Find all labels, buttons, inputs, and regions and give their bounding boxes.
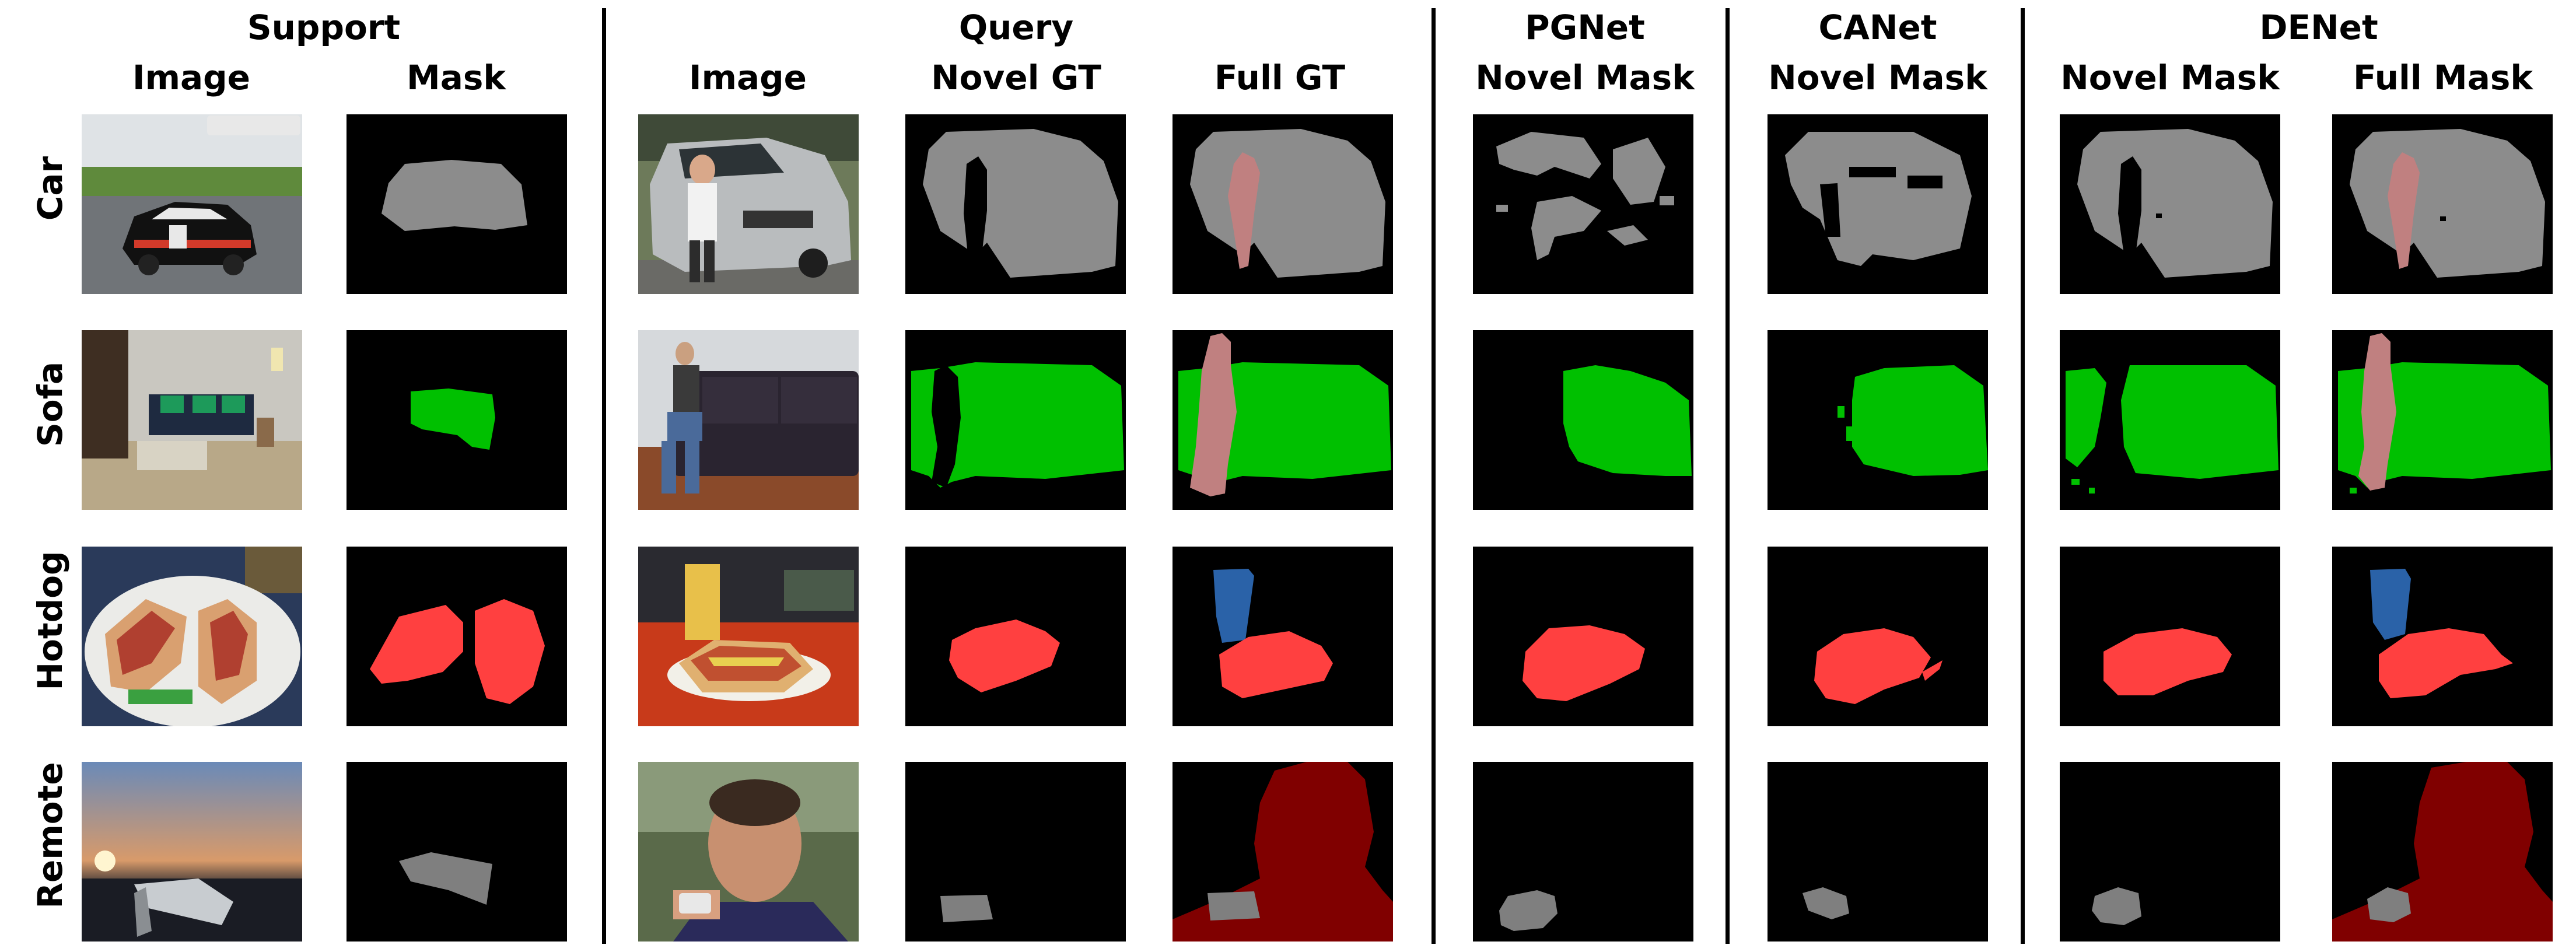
query-novel-gt-hotdog xyxy=(905,547,1126,726)
row-label-sofa: Sofa xyxy=(30,362,70,447)
group-header-pgnet: PGNet xyxy=(1525,8,1645,47)
support-image-car xyxy=(82,114,302,294)
row-label-remote: Remote xyxy=(30,762,70,909)
separator-support-query xyxy=(602,8,606,944)
query-image-remote xyxy=(638,762,859,942)
denet-novel-mask-hotdog xyxy=(2060,547,2280,726)
canet-novel-mask-remote xyxy=(1768,762,1988,942)
separator-query-pgnet xyxy=(1432,8,1436,944)
support-image-remote xyxy=(82,762,302,942)
query-image-car xyxy=(638,114,859,294)
denet-full-mask-sofa xyxy=(2332,330,2553,510)
row-label-car: Car xyxy=(30,156,70,221)
denet-novel-mask-car xyxy=(2060,114,2280,294)
col-header-support-mask: Mask xyxy=(407,58,506,97)
pgnet-novel-mask-sofa xyxy=(1473,330,1693,510)
col-header-query-image: Image xyxy=(688,58,807,97)
query-full-gt-remote xyxy=(1172,762,1393,942)
separator-pgnet-canet xyxy=(1726,8,1730,944)
query-full-gt-sofa xyxy=(1172,330,1393,510)
query-full-gt-hotdog xyxy=(1172,547,1393,726)
query-full-gt-car xyxy=(1172,114,1393,294)
group-header-canet: CANet xyxy=(1818,8,1937,47)
col-header-canet-novel-mask: Novel Mask xyxy=(1768,58,1987,97)
denet-full-mask-remote xyxy=(2332,762,2553,942)
canet-novel-mask-sofa xyxy=(1768,330,1988,510)
pgnet-novel-mask-car xyxy=(1473,114,1693,294)
separator-canet-denet xyxy=(2021,8,2025,944)
denet-full-mask-car xyxy=(2332,114,2553,294)
canet-novel-mask-car xyxy=(1768,114,1988,294)
col-header-query-full-gt: Full GT xyxy=(1214,58,1346,97)
denet-full-mask-hotdog xyxy=(2332,547,2553,726)
query-image-sofa xyxy=(638,330,859,510)
col-header-denet-full-mask: Full Mask xyxy=(2353,58,2533,97)
col-header-support-image: Image xyxy=(132,58,251,97)
denet-novel-mask-sofa xyxy=(2060,330,2280,510)
col-header-query-novel-gt: Novel GT xyxy=(931,58,1101,97)
col-header-pgnet-novel-mask: Novel Mask xyxy=(1475,58,1695,97)
canet-novel-mask-hotdog xyxy=(1768,547,1988,726)
support-image-hotdog xyxy=(82,547,302,726)
query-novel-gt-sofa xyxy=(905,330,1126,510)
row-label-hotdog: Hotdog xyxy=(30,551,70,691)
support-mask-sofa xyxy=(346,330,567,510)
pgnet-novel-mask-hotdog xyxy=(1473,547,1693,726)
denet-novel-mask-remote xyxy=(2060,762,2280,942)
query-image-hotdog xyxy=(638,547,859,726)
col-header-denet-novel-mask: Novel Mask xyxy=(2060,58,2280,97)
support-image-sofa xyxy=(82,330,302,510)
support-mask-remote xyxy=(346,762,567,942)
query-novel-gt-car xyxy=(905,114,1126,294)
group-header-query: Query xyxy=(958,8,1074,47)
group-header-denet: DENet xyxy=(2259,8,2378,47)
query-novel-gt-remote xyxy=(905,762,1126,942)
pgnet-novel-mask-remote xyxy=(1473,762,1693,942)
support-mask-car xyxy=(346,114,567,294)
support-mask-hotdog xyxy=(346,547,567,726)
group-header-support: Support xyxy=(247,8,401,47)
